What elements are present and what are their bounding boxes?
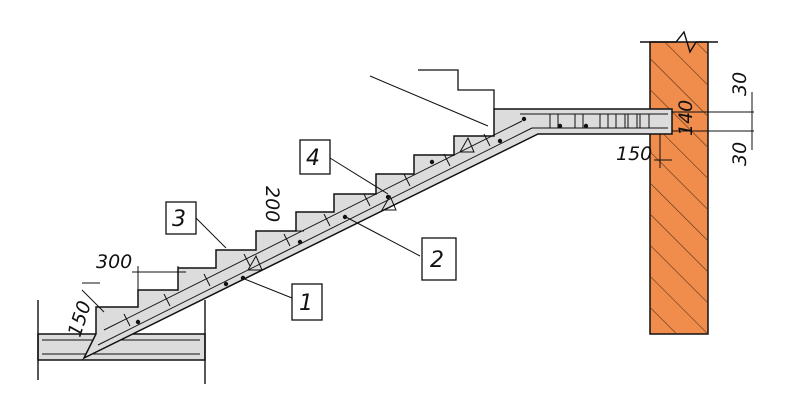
riser-dimension-label: 200 [261, 186, 283, 222]
callout-3-label: 3 [172, 207, 186, 232]
landing-stirrups [549, 113, 650, 129]
callout-4-label: 4 [306, 146, 320, 171]
upper-steps-outline [418, 69, 495, 109]
callout-3: 3 [165, 201, 227, 249]
brick-wall [640, 30, 718, 335]
flight-top-bar [103, 120, 523, 331]
dimension-lines [81, 92, 754, 313]
callout-2-label: 2 [430, 248, 444, 273]
landing-slab-dimension-label: 140 [675, 100, 697, 136]
flight-bottom-bar [97, 127, 533, 346]
callout-1: 1 [241, 277, 323, 321]
wall-bearing-dimension-label: 150 [616, 143, 652, 165]
callout-4: 4 [299, 139, 389, 195]
step-triangle-marks [247, 136, 475, 271]
finish-top-dimension-label: 30 [729, 72, 751, 96]
finish-bottom-dimension-label: 30 [729, 142, 751, 166]
wall-hatch [650, 42, 708, 334]
callout-2: 2 [343, 215, 457, 281]
wall-break-line [640, 30, 718, 54]
upper-slope-line [369, 75, 489, 127]
callout-1-label: 1 [299, 291, 313, 316]
stair-reinforcement [97, 113, 668, 346]
flight-stirrups [123, 133, 491, 327]
tread-dimension-label: 300 [96, 251, 132, 273]
